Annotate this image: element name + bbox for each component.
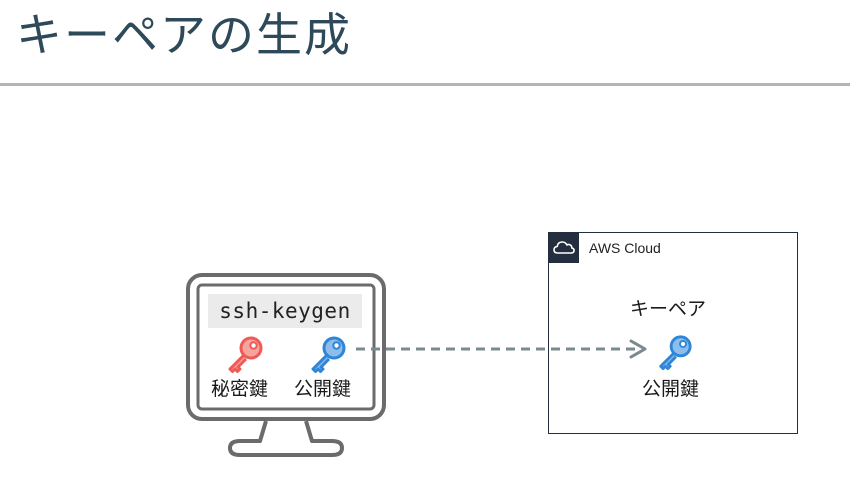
cloud-icon	[549, 233, 579, 263]
title-divider	[0, 83, 850, 86]
aws-cloud-group: AWS Cloud	[548, 232, 798, 434]
command-background	[208, 294, 362, 328]
aws-public-key-label: 公開鍵	[642, 378, 700, 400]
ssh-keygen-command: ssh-keygen	[219, 299, 351, 323]
upload-arrow	[356, 339, 647, 359]
public-key-label: 公開鍵	[294, 378, 352, 400]
aws-cloud-label: AWS Cloud	[589, 240, 661, 256]
keypair-label: キーペア	[630, 298, 707, 320]
private-key-label: 秘密鍵	[211, 378, 269, 400]
page-title: キーペアの生成	[16, 8, 352, 62]
